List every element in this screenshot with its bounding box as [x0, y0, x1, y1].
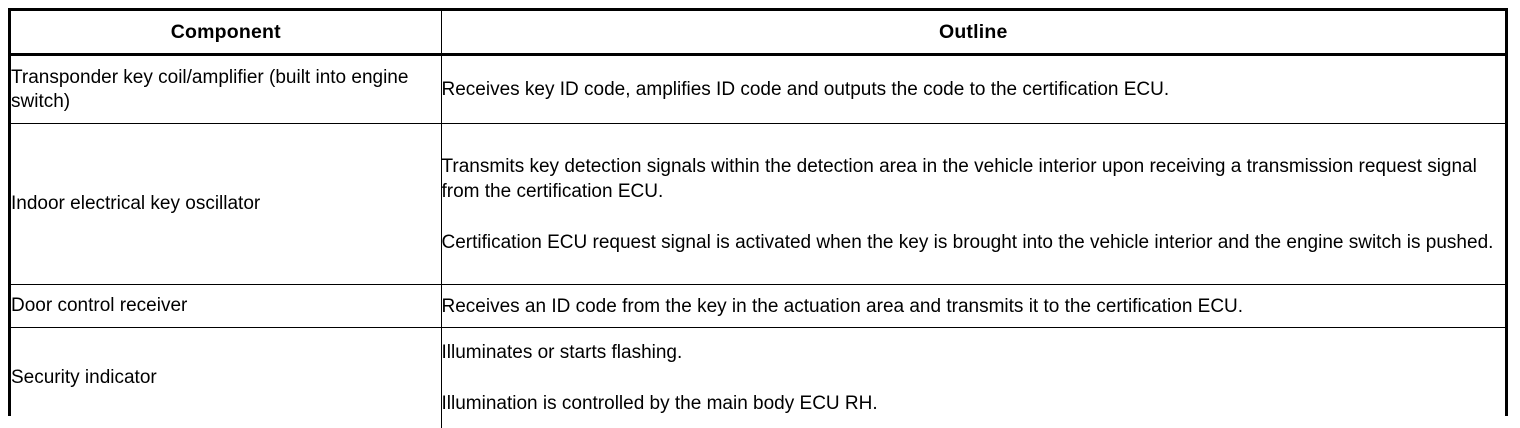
outline-paragraph: Receives an ID code from the key in the … — [442, 294, 1506, 319]
table-row: Security indicator Illuminates or starts… — [11, 328, 1505, 428]
table-header: Component Outline — [11, 11, 1505, 55]
component-name: Door control receiver — [11, 294, 441, 318]
component-name: Security indicator — [11, 366, 441, 390]
cell-component: Transponder key coil/amplifier (built in… — [11, 55, 441, 124]
table-row: Transponder key coil/amplifier (built in… — [11, 55, 1505, 124]
cell-outline: Receives key ID code, amplifies ID code … — [441, 55, 1505, 124]
outline-paragraph: Certification ECU request signal is acti… — [442, 230, 1506, 255]
component-name: Transponder key coil/amplifier (built in… — [11, 66, 441, 114]
outline-paragraph: Illumination is controlled by the main b… — [442, 391, 1506, 416]
table-row: Indoor electrical key oscillator Transmi… — [11, 124, 1505, 285]
cell-outline: Transmits key detection signals within t… — [441, 124, 1505, 285]
table-body: Transponder key coil/amplifier (built in… — [11, 55, 1505, 428]
cell-component: Security indicator — [11, 328, 441, 428]
component-outline-table: Component Outline Transponder key coil/a… — [11, 11, 1505, 428]
component-name: Indoor electrical key oscillator — [11, 192, 441, 216]
cell-outline: Illuminates or starts flashing. Illumina… — [441, 328, 1505, 428]
outline-paragraph: Illuminates or starts flashing. — [442, 340, 1506, 365]
column-header-outline-label: Outline — [442, 11, 1506, 53]
column-header-component-label: Component — [11, 11, 441, 53]
cell-outline: Receives an ID code from the key in the … — [441, 285, 1505, 328]
cell-component: Indoor electrical key oscillator — [11, 124, 441, 285]
column-header-component: Component — [11, 11, 441, 55]
component-outline-table-container: Component Outline Transponder key coil/a… — [8, 8, 1508, 416]
table-row: Door control receiver Receives an ID cod… — [11, 285, 1505, 328]
column-header-outline: Outline — [441, 11, 1505, 55]
table-header-row: Component Outline — [11, 11, 1505, 55]
outline-paragraph: Receives key ID code, amplifies ID code … — [442, 77, 1506, 102]
outline-paragraph: Transmits key detection signals within t… — [442, 154, 1506, 204]
cell-component: Door control receiver — [11, 285, 441, 328]
